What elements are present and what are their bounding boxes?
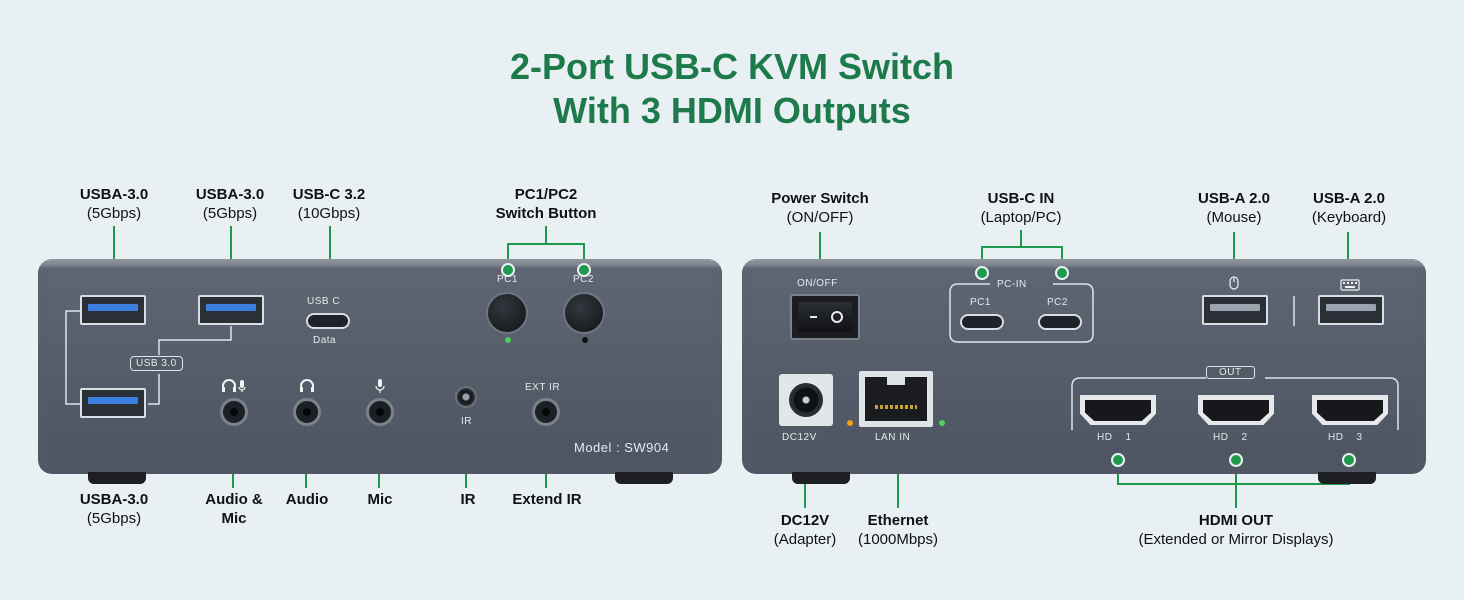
ir-text: IR bbox=[461, 416, 472, 427]
usba-keyboard-port[interactable] bbox=[1318, 295, 1384, 325]
pc-in-text: PC-IN bbox=[997, 279, 1027, 290]
front-foot-right bbox=[615, 472, 673, 484]
label-usba-mouse: USB-A 2.0(Mouse) bbox=[1198, 190, 1270, 226]
mouse-icon bbox=[1229, 276, 1239, 295]
microphone-icon bbox=[374, 378, 386, 399]
hdmi2-callout-dot bbox=[1229, 453, 1243, 467]
pc2-text: PC2 bbox=[573, 274, 594, 285]
dc12v-text: DC12V bbox=[782, 432, 817, 443]
hdmi1-callout-dot bbox=[1111, 453, 1125, 467]
usbc-in-pc1-port[interactable] bbox=[960, 314, 1004, 330]
lan-led-orange bbox=[847, 420, 853, 426]
usba-3-port-1[interactable] bbox=[80, 295, 146, 325]
pc2-led bbox=[582, 337, 588, 343]
label-audio: Audio bbox=[285, 491, 329, 508]
usbc-port[interactable] bbox=[306, 313, 350, 329]
label-extend-ir: Extend IR bbox=[512, 491, 582, 508]
hd3-text: HD 3 bbox=[1328, 432, 1363, 443]
hdmi-out-2[interactable] bbox=[1198, 395, 1274, 425]
hdmi3-callout-dot bbox=[1342, 453, 1356, 467]
usba-mouse-port[interactable] bbox=[1202, 295, 1268, 325]
headset-mic-icon bbox=[221, 378, 247, 396]
page-title-line2: With 3 HDMI Outputs bbox=[553, 90, 911, 131]
usba-3-port-2[interactable] bbox=[198, 295, 264, 325]
back-panel bbox=[742, 259, 1426, 474]
back-pc2-text: PC2 bbox=[1047, 297, 1068, 308]
hdmi-out-3[interactable] bbox=[1312, 395, 1388, 425]
label-power-switch: Power Switch(ON/OFF) bbox=[771, 190, 869, 226]
back-foot-right bbox=[1318, 472, 1376, 484]
pc1-callout-dot bbox=[501, 263, 515, 277]
audio-jack[interactable] bbox=[293, 398, 321, 426]
label-usba-keyboard: USB-A 2.0(Keyboard) bbox=[1311, 190, 1387, 226]
label-mic: Mic bbox=[367, 491, 393, 508]
audio-mic-jack[interactable] bbox=[220, 398, 248, 426]
dc12v-jack[interactable] bbox=[779, 374, 833, 426]
usba-3-port-3[interactable] bbox=[80, 388, 146, 418]
label-usbc-32: USB-C 3.2(10Gbps) bbox=[292, 186, 366, 222]
ext-ir-jack[interactable] bbox=[532, 398, 560, 426]
label-hdmi-out: HDMI OUT(Extended or Mirror Displays) bbox=[1138, 512, 1334, 548]
pc2-callout-dot bbox=[577, 263, 591, 277]
power-switch[interactable] bbox=[790, 294, 860, 340]
headphones-icon bbox=[299, 378, 315, 399]
lan-in-text: LAN IN bbox=[875, 432, 911, 443]
lan-port[interactable] bbox=[859, 371, 933, 427]
front-foot-left bbox=[88, 472, 146, 484]
onoff-text: ON/OFF bbox=[797, 278, 838, 289]
out-tag: OUT bbox=[1206, 366, 1255, 379]
back-foot-left bbox=[792, 472, 850, 484]
label-ir: IR bbox=[460, 491, 476, 508]
label-ethernet: Ethernet(1000Mbps) bbox=[857, 512, 939, 548]
label-audio-mic: Audio &Mic bbox=[205, 491, 263, 527]
ext-ir-text: EXT IR bbox=[525, 382, 561, 393]
back-pc1-text: PC1 bbox=[970, 297, 991, 308]
ir-receiver bbox=[455, 386, 477, 408]
usb30-tag: USB 3.0 bbox=[130, 356, 183, 371]
keyboard-icon bbox=[1340, 278, 1360, 296]
pc2-switch-button[interactable] bbox=[563, 292, 605, 334]
usbc-in-dot-2 bbox=[1055, 266, 1069, 280]
usbc-text: USB C bbox=[307, 296, 341, 307]
label-usba-3: USBA-3.0(5Gbps) bbox=[79, 491, 149, 527]
usbc-in-dot-1 bbox=[975, 266, 989, 280]
hd1-text: HD 1 bbox=[1097, 432, 1132, 443]
label-dc12v: DC12V(Adapter) bbox=[773, 512, 837, 548]
lan-led-green bbox=[939, 420, 945, 426]
usbc-in-pc2-port[interactable] bbox=[1038, 314, 1082, 330]
page-title-line1: 2-Port USB-C KVM Switch bbox=[509, 46, 955, 87]
pc1-led bbox=[505, 337, 511, 343]
label-usbc-in: USB-C IN(Laptop/PC) bbox=[980, 190, 1062, 226]
hd2-text: HD 2 bbox=[1213, 432, 1248, 443]
data-text: Data bbox=[313, 335, 337, 346]
label-usba-1: USBA-3.0(5Gbps) bbox=[79, 186, 149, 222]
hdmi-out-1[interactable] bbox=[1080, 395, 1156, 425]
pc1-switch-button[interactable] bbox=[486, 292, 528, 334]
model-text: Model : SW904 bbox=[574, 440, 670, 455]
label-usba-2: USBA-3.0(5Gbps) bbox=[195, 186, 265, 222]
pc1-text: PC1 bbox=[497, 274, 518, 285]
mic-jack[interactable] bbox=[366, 398, 394, 426]
